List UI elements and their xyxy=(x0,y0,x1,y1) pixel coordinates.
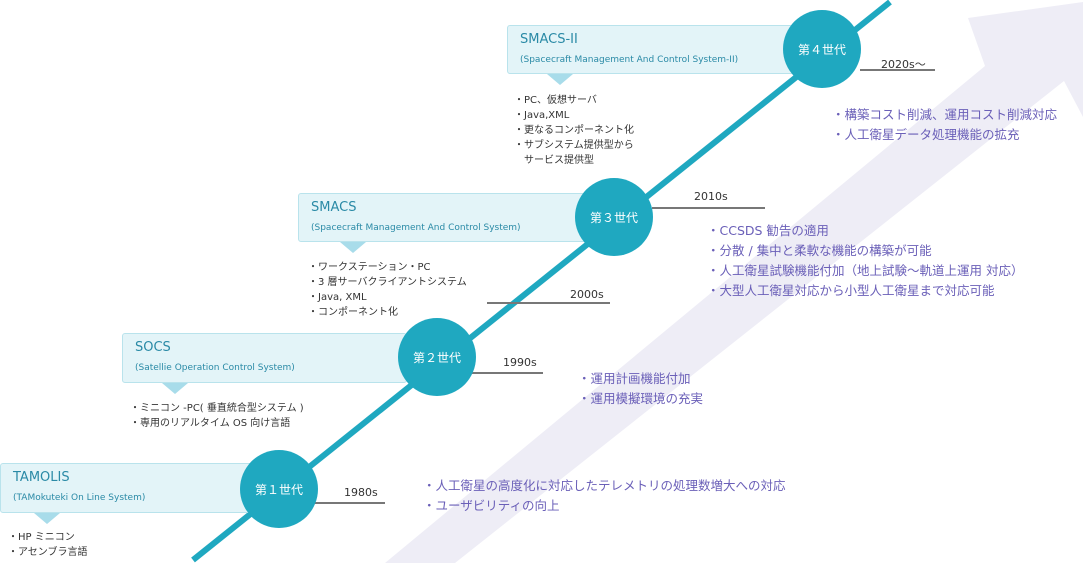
gen1-system-box: TAMOLIS (TAMokuteki On Line System) xyxy=(0,463,270,513)
feature-item: ・大型人工衛星対応から小型人工衛星まで対応可能 xyxy=(707,283,995,298)
note-item: ・HP ミニコン xyxy=(8,532,75,543)
gen3-year-label: 2010s xyxy=(694,190,728,203)
note-item: ・ミニコン -PC( 垂直統合型システム ) xyxy=(130,403,304,414)
gen1-system-name: TAMOLIS xyxy=(13,470,70,485)
note-item: ・Java, XML xyxy=(308,292,367,303)
gen2-system-full-name: (Satellie Operation Control System) xyxy=(135,363,295,373)
feature-item: ・CCSDS 勧告の適用 xyxy=(707,223,829,238)
note-item: ・コンポーネント化 xyxy=(308,307,398,318)
gen3-box-pointer xyxy=(340,242,366,253)
gen3-era-circle: 第３世代 xyxy=(575,178,653,256)
feature-item: ・人工衛星データ処理機能の拡充 xyxy=(832,127,1020,142)
gen2-system-name: SOCS xyxy=(135,340,171,355)
feature-item: ・人工衛星の高度化に対応したテレメトリの処理数増大への対応 xyxy=(423,478,786,493)
gen4-system-box: SMACS-II (Spacecraft Management And Cont… xyxy=(507,25,802,74)
gen1-box-pointer xyxy=(34,513,60,524)
note-item: ・Java,XML xyxy=(514,110,570,121)
gen4-year-label: 2020s〜 xyxy=(881,58,926,71)
feature-item: ・分散 / 集中と柔軟な機能の構築が可能 xyxy=(707,243,932,258)
gen2-box-pointer xyxy=(162,383,188,394)
gen3-system-name: SMACS xyxy=(311,200,357,215)
gen3-notes: ・ワークステーション・PC ・3 層サーバクライアントシステム ・Java, X… xyxy=(308,260,467,320)
note-item: ・アセンブラ言語 xyxy=(8,547,88,558)
gen2-system-box: SOCS (Satellie Operation Control System) xyxy=(122,333,407,383)
note-item: ・3 層サーバクライアントシステム xyxy=(308,277,467,288)
gen1-era-circle: 第１世代 xyxy=(240,450,318,528)
feature-item: ・構築コスト削減、運用コスト削減対応 xyxy=(832,107,1058,122)
note-item: ・サブシステム提供型から サービス提供型 xyxy=(514,140,634,166)
gen2-notes: ・ミニコン -PC( 垂直統合型システム ) ・専用のリアルタイム OS 向け言… xyxy=(130,401,304,431)
feature-item: ・ユーザビリティの向上 xyxy=(423,498,560,513)
note-item: ・PC、仮想サーバ xyxy=(514,95,597,106)
feature-item: ・人工衛星試験機能付加（地上試験〜軌道上運用 対応） xyxy=(707,263,1024,278)
feature-item: ・運用計画機能付加 xyxy=(578,371,691,386)
year-label-2000s: 2000s xyxy=(570,288,604,301)
gen4-era-circle: 第４世代 xyxy=(783,10,861,88)
gen2-year-label: 1990s xyxy=(503,356,537,369)
gen1-year-label: 1980s xyxy=(344,486,378,499)
gen4-box-pointer xyxy=(547,74,573,85)
note-item: ・更なるコンポーネント化 xyxy=(514,125,634,136)
feature-item: ・運用模擬環境の充実 xyxy=(578,391,704,406)
gen3-features: ・CCSDS 勧告の適用 ・分散 / 集中と柔軟な機能の構築が可能 ・人工衛星試… xyxy=(707,221,1023,301)
note-item: ・ワークステーション・PC xyxy=(308,262,431,273)
note-item: ・専用のリアルタイム OS 向け言語 xyxy=(130,418,291,429)
gen4-features: ・構築コスト削減、運用コスト削減対応 ・人工衛星データ処理機能の拡充 xyxy=(832,105,1057,145)
progress-arrow xyxy=(385,2,1083,563)
gen2-era-circle: 第２世代 xyxy=(398,318,476,396)
gen1-notes: ・HP ミニコン ・アセンブラ言語 xyxy=(8,530,88,560)
gen4-system-name: SMACS-II xyxy=(520,32,578,47)
gen2-features: ・運用計画機能付加 ・運用模擬環境の充実 xyxy=(578,369,703,409)
gen4-notes: ・PC、仮想サーバ ・Java,XML ・更なるコンポーネント化 ・サブシステム… xyxy=(514,93,634,168)
gen3-system-full-name: (Spacecraft Management And Control Syste… xyxy=(311,223,521,233)
gen1-features: ・人工衛星の高度化に対応したテレメトリの処理数増大への対応 ・ユーザビリティの向… xyxy=(423,476,786,516)
gen3-system-box: SMACS (Spacecraft Management And Control… xyxy=(298,193,588,242)
gen1-system-full-name: (TAMokuteki On Line System) xyxy=(13,493,146,503)
gen4-system-full-name: (Spacecraft Management And Control Syste… xyxy=(520,55,739,65)
